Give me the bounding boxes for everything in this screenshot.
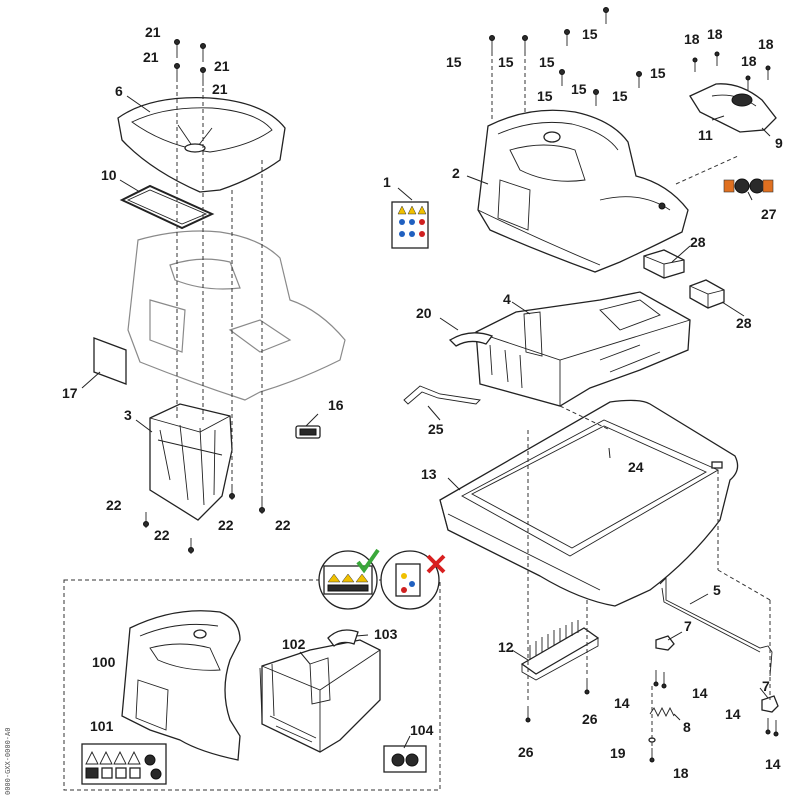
- callout-18: 18: [741, 53, 757, 69]
- part-2-housing-ghost: [127, 230, 346, 401]
- callout-26: 26: [582, 711, 598, 727]
- variant-box: [63, 579, 441, 791]
- callout-102: 102: [282, 636, 306, 652]
- callout-3: 3: [124, 407, 132, 423]
- part-17-sticker: [93, 337, 127, 385]
- screw-group-15: [489, 7, 642, 106]
- part-2-main-housing: [477, 109, 689, 273]
- reference-code: 0000-GXX-0000-A0: [4, 728, 12, 795]
- screw-group-26: [525, 678, 590, 723]
- callout-11: 11: [698, 127, 713, 143]
- callout-20: 20: [416, 305, 432, 321]
- part-7-clip-b: [761, 695, 779, 713]
- callout-14: 14: [765, 756, 781, 772]
- screw-18-bottom: [649, 748, 655, 763]
- leader-lines: [81, 95, 771, 749]
- part-4-base-frame: [475, 291, 691, 407]
- callout-5: 5: [713, 582, 721, 598]
- part-16-plate: [295, 425, 321, 439]
- part-5-rod: [659, 576, 773, 677]
- callout-22: 22: [154, 527, 170, 543]
- part-11-cover-plate: [689, 83, 777, 133]
- callout-7: 7: [684, 618, 692, 634]
- callout-27: 27: [761, 206, 777, 222]
- part-28-block-b: [689, 279, 725, 309]
- part-13-bottom-tray: [439, 399, 739, 607]
- callout-22: 22: [275, 517, 291, 533]
- callout-16: 16: [328, 397, 344, 413]
- callout-15: 15: [582, 26, 598, 42]
- callout-14: 14: [614, 695, 630, 711]
- screw-group-14: [653, 670, 779, 737]
- callout-18: 18: [707, 26, 723, 42]
- callout-28: 28: [736, 315, 752, 331]
- callout-1: 1: [383, 174, 391, 190]
- callout-6: 6: [115, 83, 123, 99]
- part-27-knobs: [723, 178, 774, 194]
- callout-15: 15: [612, 88, 628, 104]
- callout-22: 22: [218, 517, 234, 533]
- screw-group-18-top: [692, 51, 771, 90]
- callout-21: 21: [145, 24, 161, 40]
- callout-21: 21: [212, 81, 228, 97]
- callout-4: 4: [503, 291, 511, 307]
- callout-12: 12: [498, 639, 514, 655]
- sticker-not-ok-indicator: [380, 550, 446, 610]
- callout-10: 10: [101, 167, 117, 183]
- callout-14: 14: [725, 706, 741, 722]
- callout-15: 15: [571, 81, 587, 97]
- callout-103: 103: [374, 626, 398, 642]
- callout-22: 22: [106, 497, 122, 513]
- callout-8: 8: [683, 719, 691, 735]
- guide-lines-right: [491, 52, 771, 748]
- callout-104: 104: [410, 722, 434, 738]
- part-102-frame-variant: [259, 639, 381, 753]
- callout-18: 18: [673, 765, 689, 781]
- sticker-ok-indicator: [318, 548, 380, 610]
- callout-13: 13: [421, 466, 437, 482]
- callout-21: 21: [214, 58, 230, 74]
- guide-lines-left: [176, 85, 263, 500]
- callout-24: 24: [628, 459, 644, 475]
- part-25-bracket: [403, 385, 481, 405]
- part-8-spring: [649, 706, 675, 718]
- part-1-warning-sticker: [391, 201, 429, 249]
- callout-100: 100: [92, 654, 116, 670]
- part-104-knobs-variant: [383, 745, 427, 773]
- screw-group-22: [143, 484, 265, 554]
- callout-15-extra: 15: [650, 65, 666, 81]
- part-20-guard: [448, 332, 494, 347]
- callout-26: 26: [518, 744, 534, 760]
- part-12-grille: [520, 620, 600, 681]
- callout-9: 9: [775, 135, 783, 151]
- callout-18: 18: [684, 31, 700, 47]
- callout-17: 17: [62, 385, 78, 401]
- callout-7: 7: [762, 678, 770, 694]
- part-10-gasket: [119, 184, 215, 230]
- callout-15: 15: [498, 54, 514, 70]
- part-100-housing-variant: [121, 610, 241, 761]
- screw-group-21: [174, 39, 206, 86]
- part-28-block-a: [643, 249, 685, 279]
- callout-15: 15: [539, 54, 555, 70]
- part-101-sticker-variant: [81, 743, 167, 785]
- callout-19: 19: [610, 745, 626, 761]
- callout-21: 21: [143, 49, 159, 65]
- callout-25: 25: [428, 421, 444, 437]
- callout-28: 28: [690, 234, 706, 250]
- part-3-inner-frame: [149, 403, 233, 521]
- part-103-guard-variant: [327, 629, 359, 647]
- callout-101: 101: [90, 718, 114, 734]
- callout-labels: 21 21 21 21 6 10 17 3 16 22 22 22 22 1 2…: [62, 24, 783, 781]
- callout-15: 15: [537, 88, 553, 104]
- part-6-hopper-cover: [117, 97, 286, 193]
- callout-2: 2: [452, 165, 460, 181]
- callout-14: 14: [692, 685, 708, 701]
- callout-18: 18: [758, 36, 774, 52]
- callout-15: 15: [446, 54, 462, 70]
